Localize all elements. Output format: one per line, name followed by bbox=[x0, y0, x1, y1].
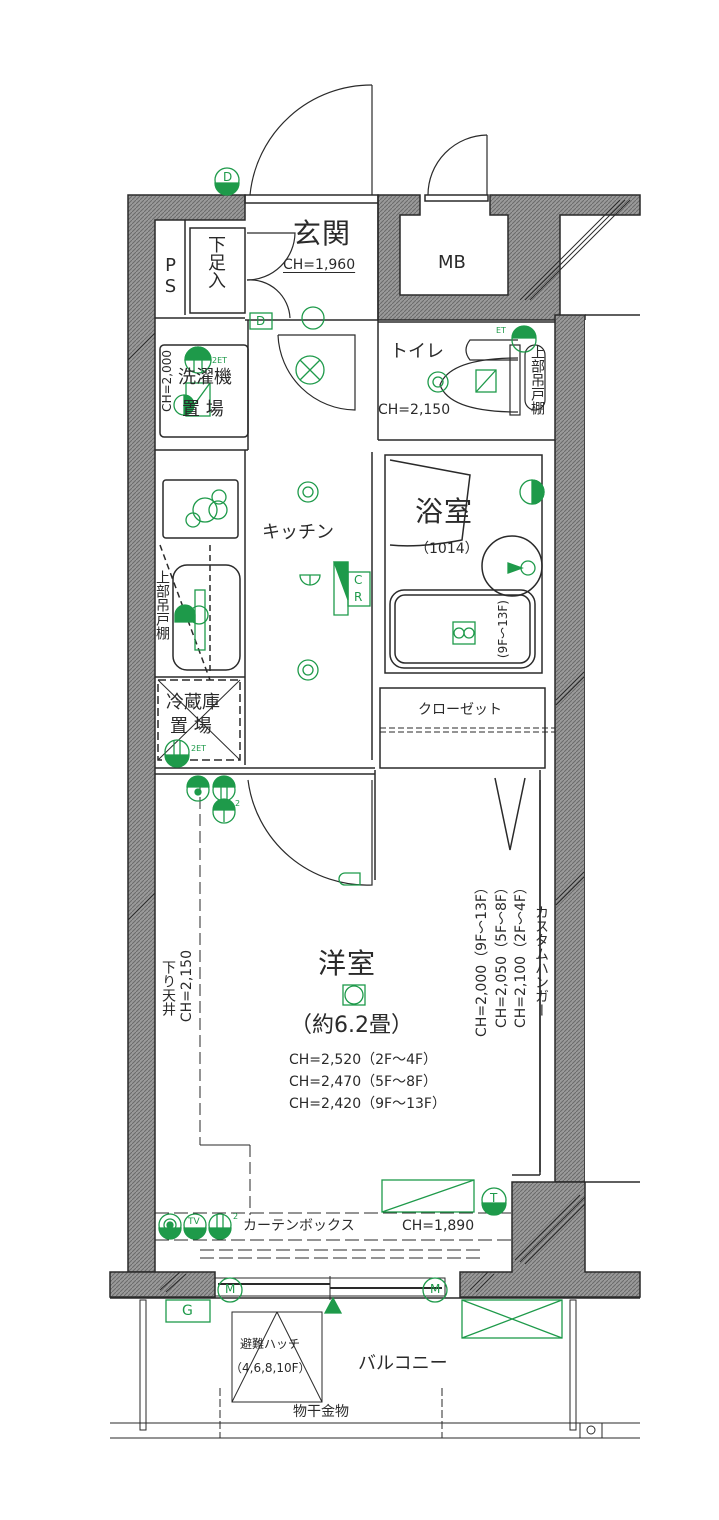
meter-box-label: MB bbox=[438, 252, 466, 273]
fridge-space-label: 冷蔵庫 bbox=[166, 692, 220, 713]
fridge-space-label-2: 置 場 bbox=[170, 716, 212, 737]
outlet-2-label: 2 bbox=[233, 1212, 239, 1221]
ceiling-height-entrance: CH=1,960 bbox=[283, 257, 356, 273]
outlet-2et-label: 2ET bbox=[191, 744, 207, 753]
outlet-2et-label: 2ET bbox=[212, 356, 228, 365]
lowered-ceiling-ch: CH=2,150 bbox=[179, 950, 195, 1023]
custom-hanger-label: カスタムハンガー bbox=[533, 905, 549, 1017]
kitchen-upper-cabinet-label: 上部吊戸棚 bbox=[154, 570, 170, 640]
toilet-upper-cabinet-label: 上部吊戸棚 bbox=[529, 345, 545, 415]
room-label-balcony: バルコニー bbox=[358, 1353, 448, 1374]
kitchen-c-symbol: C bbox=[354, 573, 363, 587]
laundry-pole-label: 物干金物 bbox=[293, 1404, 349, 1420]
room-label-bathroom: 浴室 bbox=[415, 495, 474, 528]
room-label-kitchen: キッチン bbox=[262, 522, 334, 543]
custom-hanger-ch-line: CH=2,100（2F〜4F） bbox=[513, 880, 529, 1029]
gas-icon: G bbox=[182, 1303, 193, 1319]
bathroom-size: （1014） bbox=[415, 541, 479, 557]
outlet-2-label: 2 bbox=[235, 799, 241, 808]
room-label-toilet: トイレ bbox=[390, 341, 444, 362]
custom-hanger-ch-line: CH=2,000（9F〜13F） bbox=[474, 880, 490, 1037]
shoe-box-label: 下足入 bbox=[205, 235, 226, 289]
curtain-box-ch: CH=1,890 bbox=[402, 1218, 475, 1234]
thermostat-icon: T bbox=[490, 1191, 498, 1205]
western-room-ch-line: CH=2,420（9F〜13F） bbox=[289, 1096, 446, 1112]
custom-hanger-ch-line: CH=2,050（5F〜8F） bbox=[494, 880, 510, 1029]
tv-outlet-icon: TV bbox=[188, 1217, 200, 1227]
washer-space-label: 洗濯機 bbox=[178, 367, 232, 388]
meter-icon: M bbox=[430, 1282, 441, 1296]
room-label-western-room: 洋室 bbox=[318, 947, 377, 980]
room-label-entrance: 玄関 bbox=[293, 217, 352, 250]
doorbell-icon: D bbox=[256, 314, 266, 328]
room-label-closet: クローゼット bbox=[418, 702, 502, 718]
western-room-size: （約6.2畳） bbox=[290, 1013, 413, 1038]
evac-hatch-floors: （4,6,8,10F） bbox=[230, 1361, 311, 1375]
ceiling-height-washer: CH=2,000 bbox=[160, 350, 174, 412]
evac-hatch-label: 避難ハッチ bbox=[240, 1337, 301, 1351]
lowered-ceiling-label: 下り天井 bbox=[160, 960, 176, 1016]
outlet-et-label: ET bbox=[496, 326, 506, 335]
washer-space-label-2: 置 場 bbox=[182, 399, 224, 420]
western-room-ch-line: CH=2,470（5F〜8F） bbox=[289, 1074, 438, 1090]
meter-icon: M bbox=[225, 1282, 236, 1296]
kitchen-r-symbol: R bbox=[354, 590, 363, 604]
ceiling-height-toilet: CH=2,150 bbox=[378, 402, 451, 418]
bathroom-floors-note: (9F〜13F) bbox=[496, 600, 510, 659]
western-room-ch-line: CH=2,520（2F〜4F） bbox=[289, 1052, 438, 1068]
pipe-space-label: PS bbox=[160, 255, 181, 297]
doorbell-icon: D bbox=[223, 170, 233, 184]
curtain-box-label: カーテンボックス bbox=[243, 1218, 355, 1234]
